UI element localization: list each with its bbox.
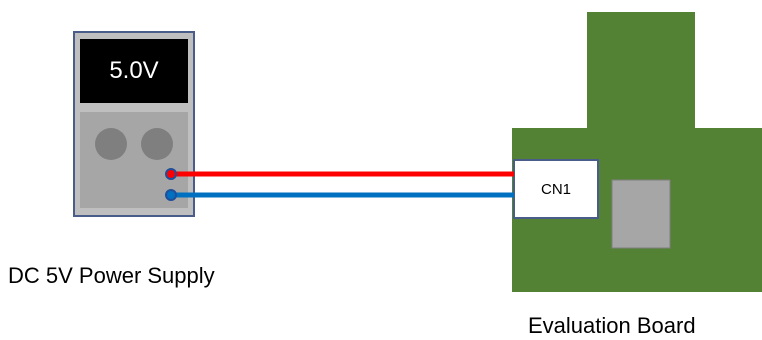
knob-left [95,128,127,160]
cn1-connector [513,159,599,219]
knob-right [141,128,173,160]
power-supply-display-value: 5.0V [109,57,159,84]
power-supply-display [80,39,188,103]
terminal-positive [165,168,177,180]
cn1-label: CN1 [540,181,571,198]
terminal-negative [165,189,177,201]
power-supply-label: DC 5V Power Supply [8,263,215,288]
evaluation-board-label: Evaluation Board [528,313,696,338]
board-chip [611,179,671,249]
board-pcb [512,12,762,292]
evaluation-board [512,12,762,292]
